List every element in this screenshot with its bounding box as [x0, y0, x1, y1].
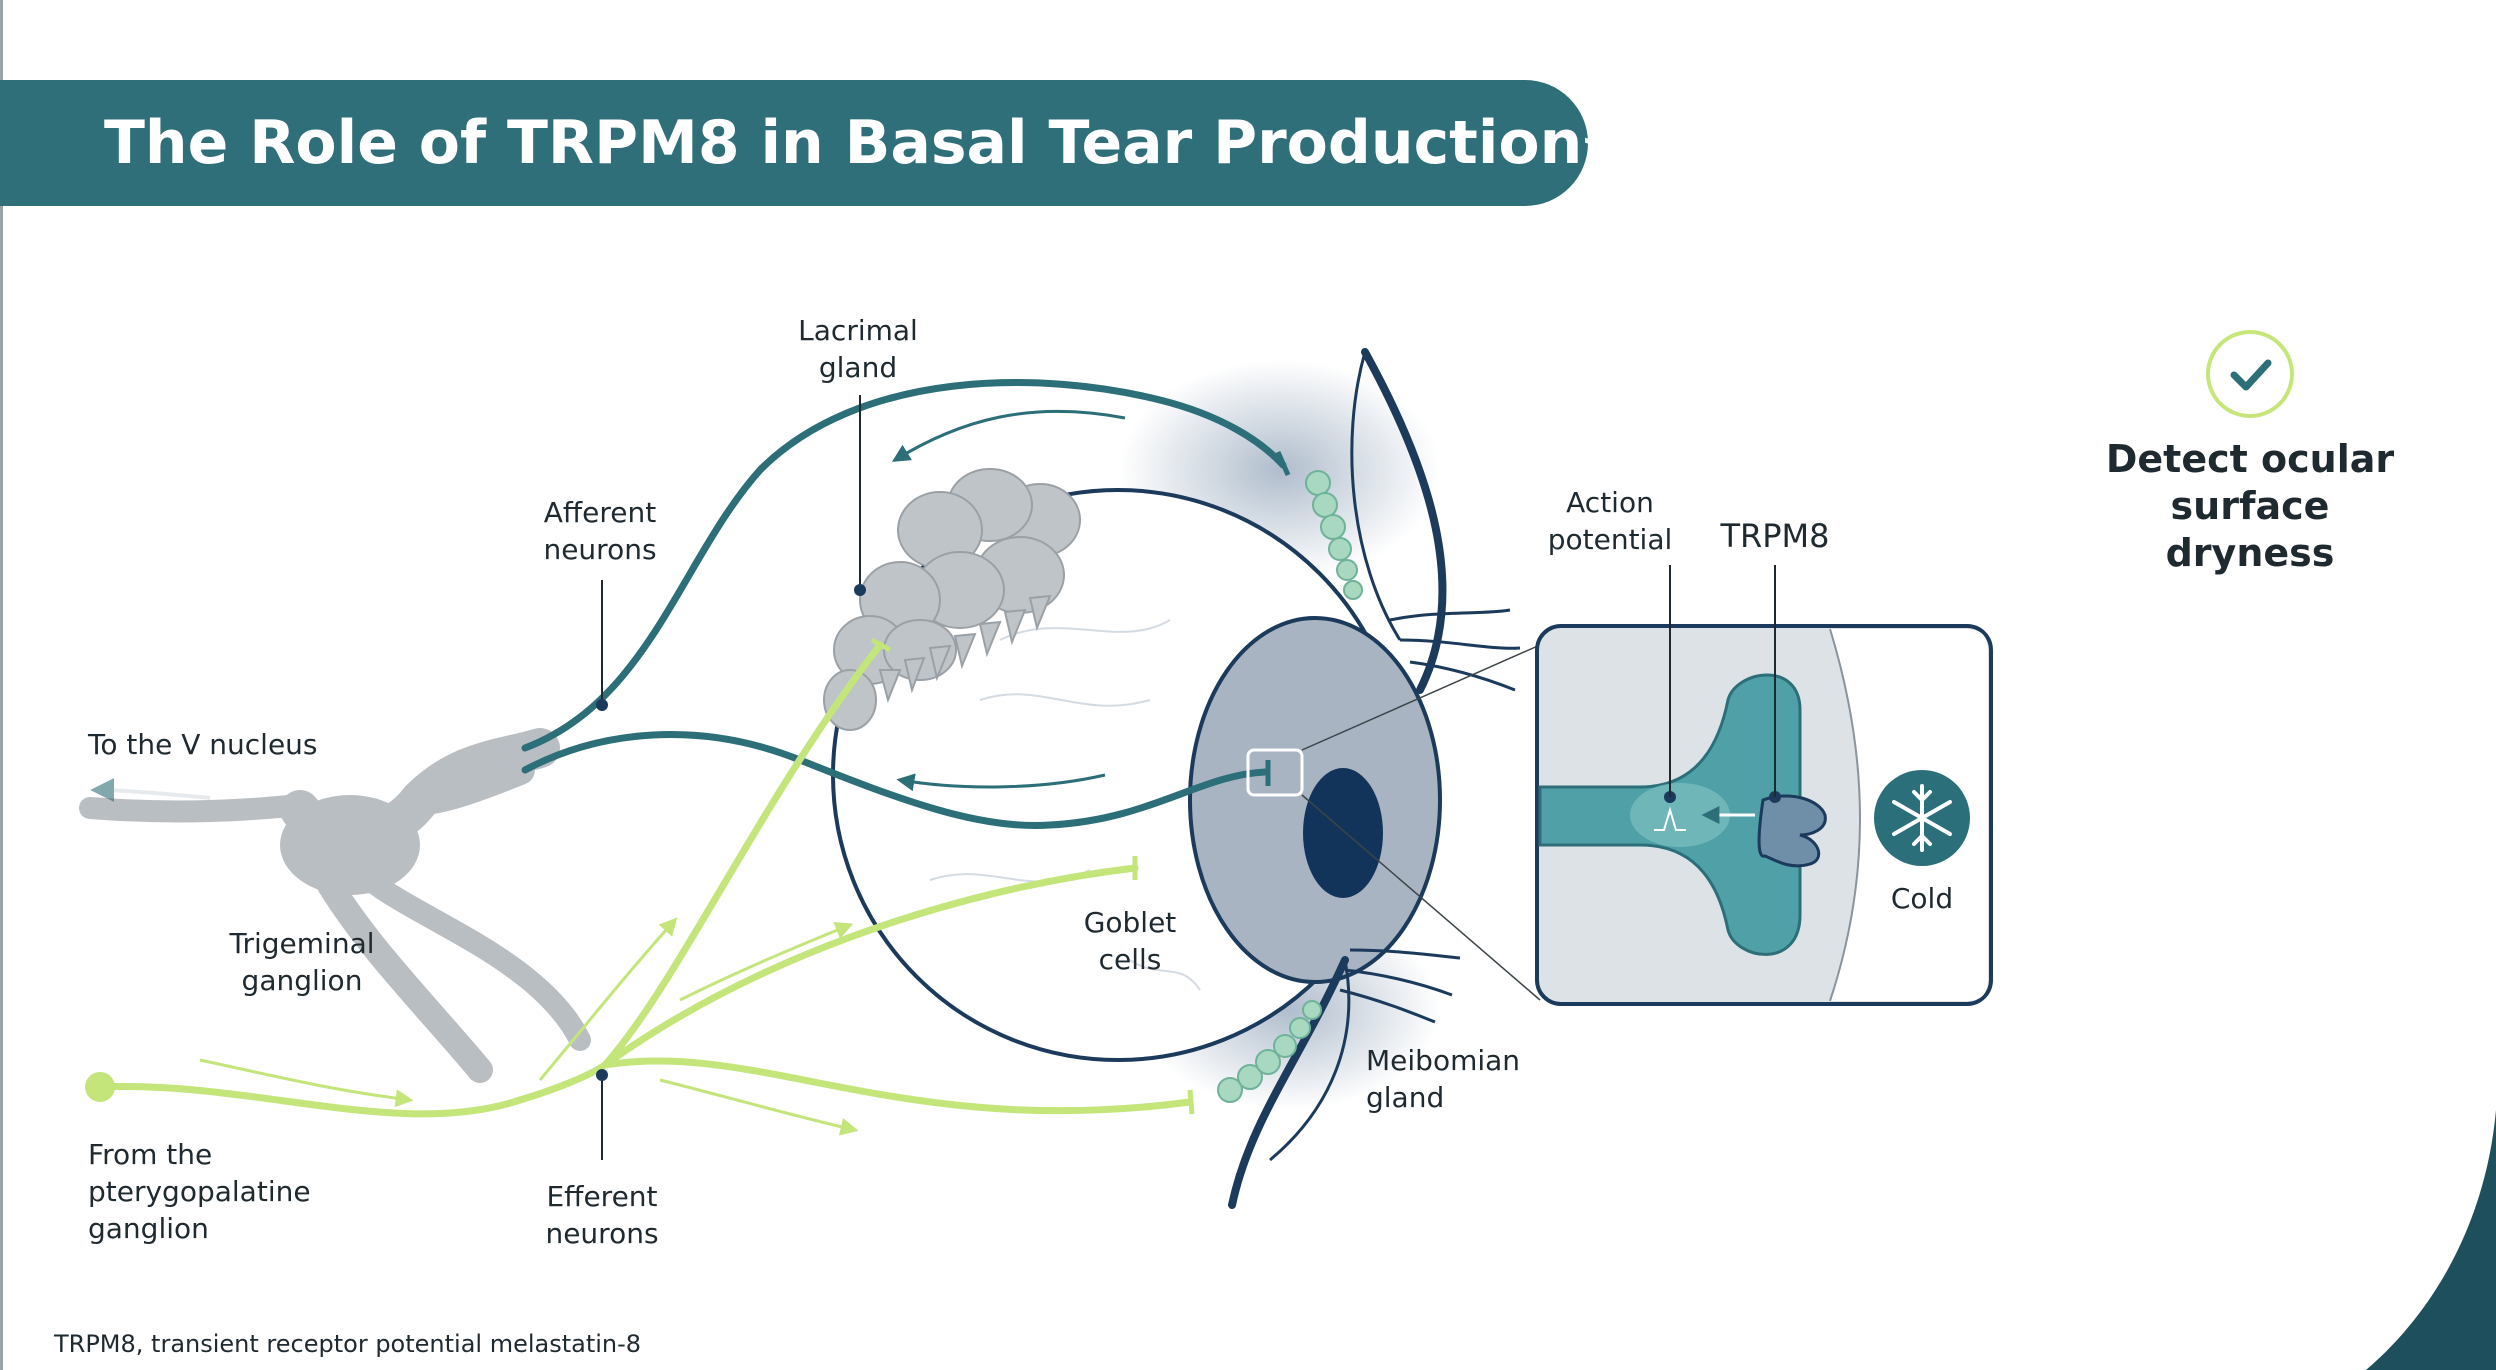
afferent-neuron-upper	[521, 379, 1287, 752]
label-afferent-neurons: Afferent neurons	[543, 496, 657, 566]
upper-eyelid-back	[1350, 351, 1402, 641]
efferent-to-goblet	[601, 864, 1139, 1069]
lacrimal-leader-dot	[854, 584, 866, 596]
efferent-flow-arrow	[659, 1078, 859, 1136]
efferent-flow-arrow	[538, 917, 678, 1081]
upper-eyelash	[1389, 608, 1511, 622]
afferent-terminal-upper	[1275, 451, 1291, 476]
efferent-terminal-lacrimal	[870, 637, 892, 653]
afferent-neuron-lower	[521, 731, 1269, 830]
slide-left-edge	[0, 0, 3, 1370]
efferent-main	[96, 1061, 609, 1118]
lower-eyelash	[1349, 948, 1461, 960]
efferent-leader-dot	[596, 1069, 608, 1081]
side-panel: Detect ocular surface dryness	[2090, 330, 2410, 577]
label-lacrimal-gland: Lacrimal gland	[798, 314, 918, 384]
checkmark-icon	[2206, 330, 2294, 418]
zoom-line-bottom	[1301, 794, 1541, 1001]
lower-eyelid-back	[1269, 959, 1351, 1162]
upper-meibomian-gland	[1305, 470, 1363, 600]
pupil	[1303, 768, 1383, 898]
lower-eyelid-front	[1228, 956, 1349, 1209]
upper-eyelash	[1409, 660, 1516, 692]
slide-title: The Role of TRPM8 in Basal Tear Producti…	[104, 108, 1609, 178]
lower-eyelash	[1339, 988, 1436, 1024]
zoom-line-top	[1301, 644, 1541, 751]
upper-eyelid-front	[1361, 348, 1447, 694]
lower-meibomian-gland	[1217, 1000, 1322, 1103]
side-panel-text: Detect ocular surface dryness	[2105, 437, 2395, 575]
lacrimal-gland-shape	[823, 468, 1081, 731]
eye-vessel	[979, 693, 1151, 707]
eye-vessel	[999, 619, 1171, 641]
trpm8-channel	[1757, 794, 1827, 868]
action-potential-spike	[1654, 806, 1686, 831]
label-trigeminal-ganglion: Trigeminal ganglion	[229, 927, 375, 997]
zoom-source-box	[1246, 748, 1304, 797]
label-efferent-neurons: Efferent neurons	[545, 1180, 659, 1250]
label-goblet-cells: Goblet cells	[1083, 906, 1177, 976]
afferent-flow-arrow-upper	[891, 409, 1126, 462]
efferent-to-lacrimal	[601, 641, 884, 1069]
label-v-nucleus: To the V nucleus	[88, 728, 318, 761]
afferent-leader-dot	[596, 699, 608, 711]
afferent-flow-arrow-lower	[896, 773, 1106, 792]
label-action-potential: Action potential	[1547, 486, 1673, 556]
label-meibomian-gland: Meibomian gland	[1366, 1044, 1521, 1114]
lower-eyelash	[1344, 968, 1453, 997]
efferent-flow-arrow	[679, 921, 854, 1002]
label-trpm8: TRPM8	[1720, 517, 1830, 555]
title-bar: The Role of TRPM8 in Basal Tear Producti…	[0, 80, 1609, 206]
footnote: TRPM8, transient receptor potential mela…	[54, 1330, 642, 1358]
label-cold: Cold	[1890, 882, 1954, 915]
lacrimal-gland-teeth	[878, 594, 1052, 704]
efferent-to-meibomian	[601, 1057, 1194, 1115]
corner-decoration	[2366, 1110, 2496, 1370]
efferent-flow-arrow	[199, 1058, 414, 1108]
trigeminal-ganglion-shape	[79, 728, 591, 1083]
v-nucleus-arrow	[90, 778, 211, 803]
upper-eyelash	[1399, 638, 1521, 650]
snowflake-icon	[1892, 784, 1952, 852]
eye-vessel	[1129, 959, 1201, 991]
efferent-terminal-meibomian	[1187, 1089, 1195, 1115]
label-pterygopalatine: From the pterygopalatine ganglion	[88, 1138, 311, 1245]
trpm8-inset	[1535, 624, 1993, 1006]
